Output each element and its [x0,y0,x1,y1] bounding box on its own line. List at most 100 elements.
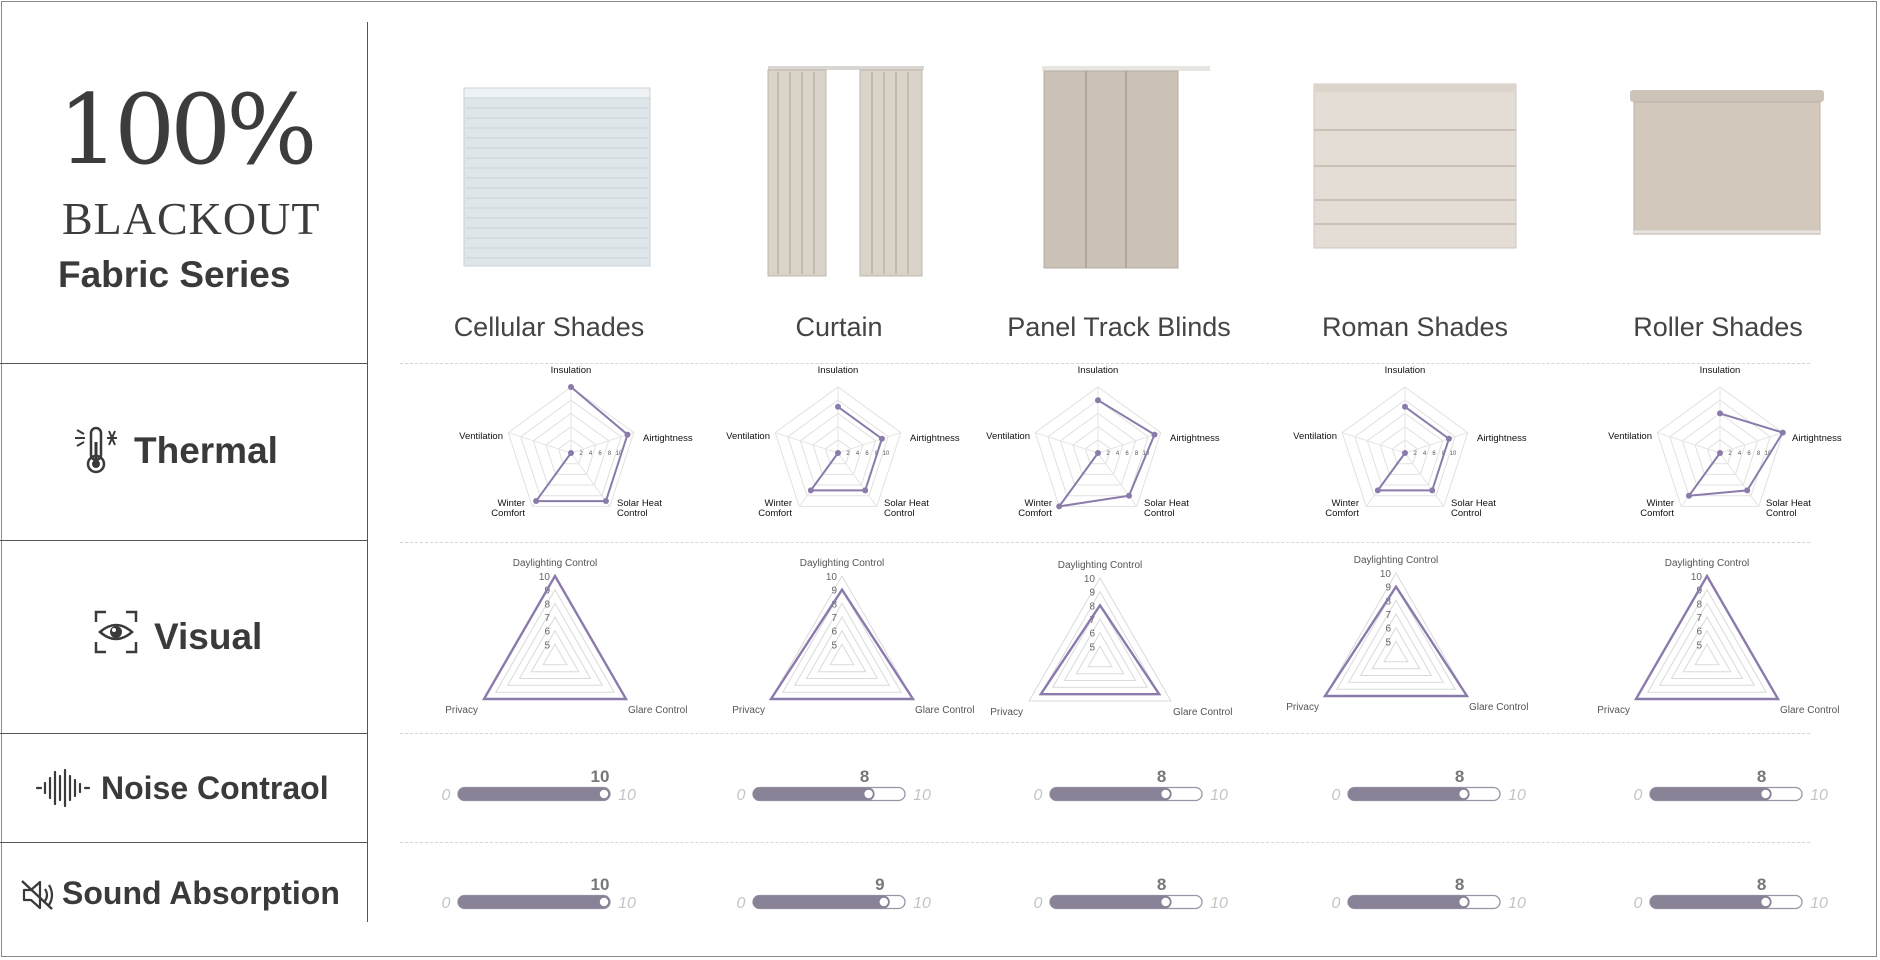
radar-point [1151,431,1158,438]
radar-point [878,435,885,442]
product-name: Roman Shades [1321,312,1509,342]
radar-axis-label: Insulation [551,365,592,376]
bar-fill [1348,787,1470,801]
radar-axis-label: Privacy [1286,702,1319,713]
radar-axis-label: Glare Control [1173,707,1232,718]
radar-tick-label: 4 [1423,451,1427,457]
radar-point [533,498,540,505]
product-name: Roller Shades [1633,312,1803,342]
radar-grid-ring [1324,571,1468,697]
radar-series-line [534,386,629,503]
radar-tick-label: 10 [539,572,551,583]
radar-axis-label: Glare Control [1780,705,1839,716]
radar-point [835,450,841,456]
bar-fill [1650,787,1772,801]
bar-max-label: 10 [618,787,636,804]
radar-axis-label: Airtightness [643,433,693,444]
bar-min-label: 0 [1332,895,1341,912]
radar-axis-label: Privacy [732,705,765,716]
radar-point [1779,429,1786,436]
radar-axis-label: Comfort [1018,508,1052,519]
radar-tick-label: 6 [1432,451,1436,457]
bar-min-label: 0 [1034,787,1043,804]
bar-min-label: 0 [1034,895,1043,912]
radar-tick-label: 8 [1089,601,1095,612]
radar-grid-ring [793,602,891,686]
radar-axis-label: Daylighting Control [800,558,885,569]
radar-tick-label: 7 [831,613,837,624]
radar-point [1374,487,1381,494]
radar-point [1126,492,1133,499]
bar-value-label: 8 [1455,875,1464,894]
radar-grid-ring [1341,386,1469,507]
radar-axis-label: Solar Heat [1144,498,1189,509]
radar-tick-label: 2 [579,451,583,457]
radar-grid-ring [805,615,879,679]
radar-axis-label: Glare Control [628,705,687,716]
bar-fill [458,895,610,909]
bar-max-label: 10 [913,787,931,804]
bar-value-label: 8 [1157,767,1166,786]
radar-point [1095,397,1101,404]
bar-min-label: 0 [737,895,746,912]
radar-tick-label: 5 [831,640,837,651]
bar-min-label: 0 [1332,787,1341,804]
radar-grid-ring [787,399,889,497]
radar-tick-label: 5 [1089,642,1095,653]
radar-axis-label: Winter [1025,498,1052,509]
curtain-image [767,66,924,277]
radar-point [1717,410,1723,417]
radar-tick-label: 6 [598,451,602,457]
bar-max-label: 10 [1508,895,1526,912]
radar-grid-ring [545,425,597,475]
bar-max-label: 10 [1210,895,1228,912]
radar-axis-label: Solar Heat [1451,498,1496,509]
bar-value-label: 10 [591,767,610,786]
bar-knob [1761,789,1770,799]
radar-grid-ring [1635,574,1779,700]
radar-tick-label: 6 [1747,451,1751,457]
bar-fill [1050,787,1172,801]
radar-point [602,498,609,505]
radar-point [807,487,814,494]
roller-shades-image [1630,90,1824,235]
section-separator [400,363,1810,364]
radar-axis-line [837,452,878,507]
radar-axis-line [837,432,901,454]
radar-series-line [1322,584,1470,698]
radar-axis-label: Control [1451,508,1482,519]
radar-tick-label: 8 [1385,596,1391,607]
radar-axis-label: Ventilation [459,431,503,442]
radar-grid-ring [1670,615,1744,679]
radar-point [1429,487,1436,494]
section-separator [400,842,1810,843]
radar-tick-label: 10 [826,572,838,583]
radar-series-line [1038,603,1162,696]
radar-axis-label: Glare Control [1469,702,1528,713]
radar-grid-ring [542,643,568,666]
radar-tick-label: 2 [1728,451,1732,457]
radar-axis-label: Privacy [445,705,478,716]
bar-value-label: 8 [1455,767,1464,786]
product-name: Cellular Shades [453,312,645,342]
bar-knob [864,789,873,799]
product-name: Panel Track Blinds [1007,312,1231,342]
radar-tick-label: 6 [1089,629,1095,640]
radar-tick-label: 9 [1089,588,1095,599]
radar-axis-label: Comfort [491,508,525,519]
radar-axis-label: Insulation [1078,365,1119,376]
radar-tick-label: 10 [1691,572,1703,583]
radar-axis-label: Insulation [1385,365,1426,376]
bar-fill [1650,895,1772,909]
bar-max-label: 10 [1210,787,1228,804]
radar-grid-ring [1656,386,1784,507]
radar-grid-ring [1371,626,1421,670]
radar-grid-ring [1335,585,1457,690]
eye-scan-icon [94,610,138,654]
bar-max-label: 10 [1508,787,1526,804]
radar-grid-ring [532,412,610,486]
radar-grid-ring [557,439,585,465]
radar-point [1685,492,1692,499]
